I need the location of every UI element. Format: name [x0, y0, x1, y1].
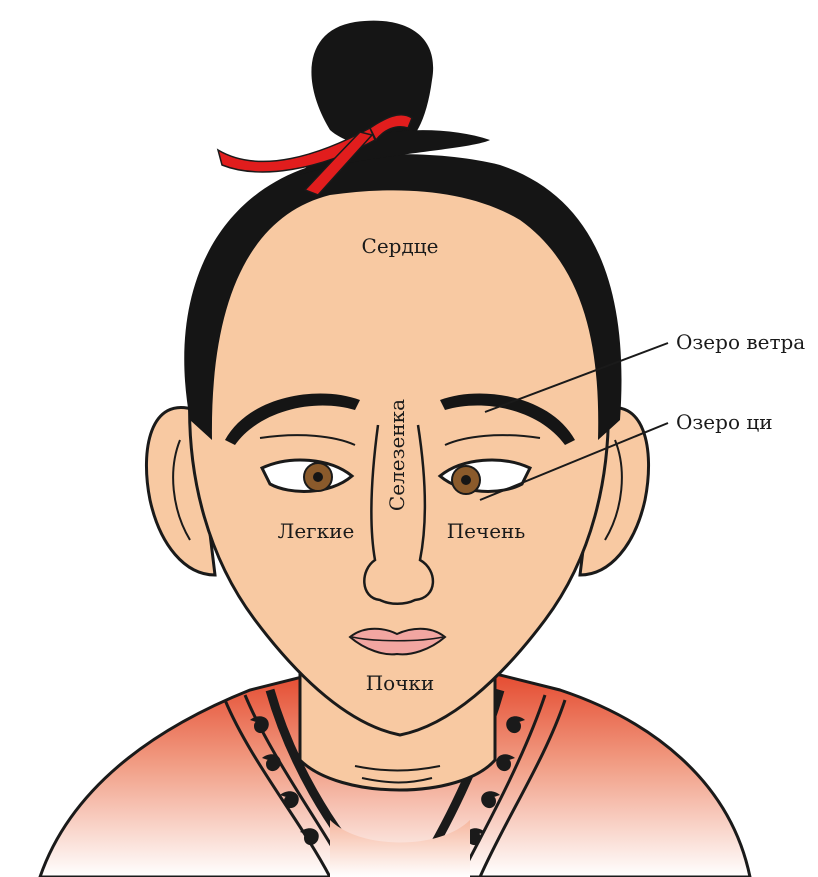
label-liver: Печень [447, 519, 526, 543]
label-spleen: Селезенка [385, 399, 409, 511]
label-lungs: Легкие [278, 519, 355, 543]
label-qi-lake: Озеро ци [676, 410, 773, 434]
label-wind-lake: Озеро ветра [676, 330, 805, 354]
label-kidneys: Почки [366, 671, 435, 695]
label-heart: Сердце [362, 234, 439, 258]
